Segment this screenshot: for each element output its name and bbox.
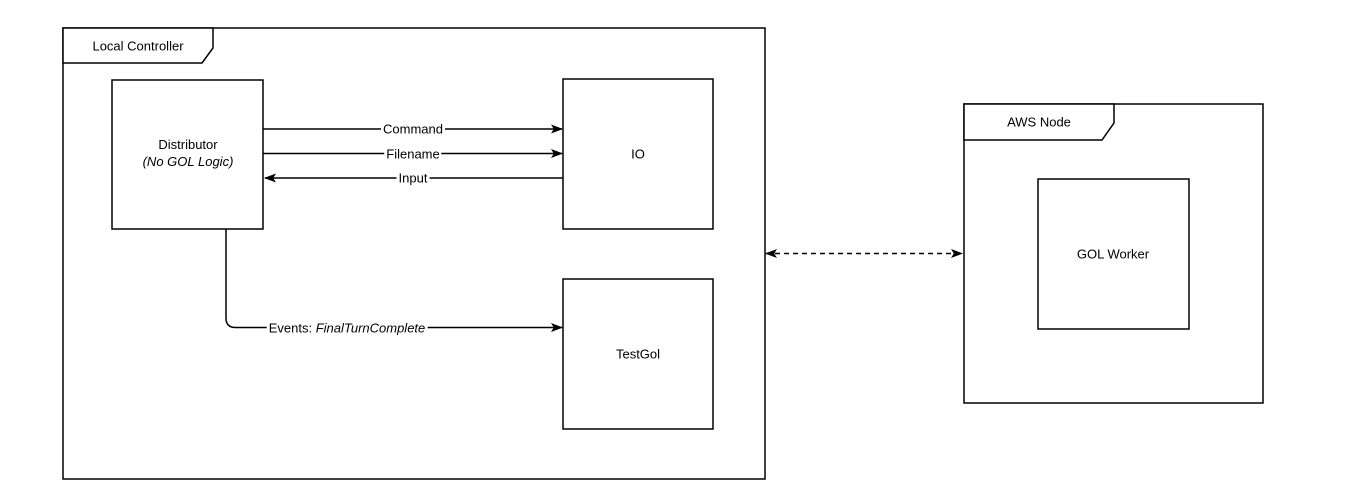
edge-events-arrow [225,229,563,332]
aws-node-tab [963,103,1115,141]
edge-command-label: Command [381,120,445,138]
edge-events-label-event: FinalTurnComplete [315,320,426,335]
gol-worker-label: GOL Worker [1076,246,1150,262]
edge-filename-label: Filename [384,145,442,162]
testgol-label: TestGol [615,346,661,362]
distributor-label-line2: (No GOL Logic) [142,154,234,169]
io-box [562,78,714,230]
edge-input-label: Input [396,169,430,187]
aws-node-title: AWS Node [1007,114,1071,130]
local-controller-title: Local Controller [92,38,184,54]
testgol-box [562,278,714,430]
io-label: IO [631,146,645,162]
edge-events-label-prefix: Events: [268,320,316,335]
edge-events-label: Events: FinalTurnComplete [266,319,428,336]
distributor-label-line1: Distributor [158,137,218,152]
gol-worker-box [1037,178,1190,330]
local-controller-tab [62,27,214,64]
distributor-box [111,79,264,230]
distributor-label: Distributor (No GOL Logic) [143,136,234,170]
